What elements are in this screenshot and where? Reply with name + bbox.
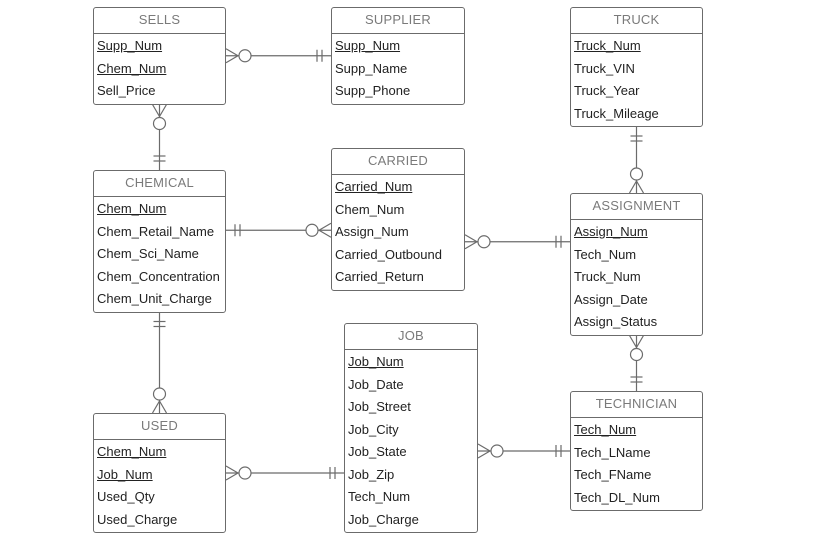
attribute: Chem_Concentration	[97, 268, 220, 284]
entity-title: ASSIGNMENT	[571, 194, 702, 220]
crows-foot-mark	[635, 180, 645, 194]
attribute: Tech_LName	[574, 444, 651, 460]
primary-key-attribute: Supp_Num	[97, 38, 163, 53]
attribute: Truck_Mileage	[574, 105, 659, 121]
attribute: Job_Street	[348, 399, 411, 414]
attribute: Truck_Year	[574, 83, 640, 98]
attribute: Sell_Price	[97, 83, 156, 98]
attribute: Used_Qty	[97, 489, 155, 504]
crows-foot-mark	[635, 335, 645, 348]
attribute: Truck_Num	[574, 269, 641, 284]
zero-circle-mark	[238, 466, 252, 480]
attribute: Assign_Date	[574, 291, 648, 307]
attribute: Tech_DL_Num	[574, 489, 660, 505]
attribute: Tech_Num	[348, 489, 411, 504]
attribute: Job_Charge	[348, 511, 419, 527]
primary-key-attribute: Truck_Num	[574, 38, 641, 53]
primary-key-attribute: Chem_Num	[97, 201, 167, 216]
attribute: Assign_Status	[574, 314, 658, 329]
attribute: Chem_Unit_Charge	[97, 291, 212, 306]
crows-foot-mark	[464, 241, 478, 250]
attribute: Carried_Return	[335, 269, 424, 284]
attribute: Chem_Sci_Name	[97, 246, 199, 261]
primary-key-attribute: Assign_Num	[574, 224, 648, 239]
zero-circle-mark	[305, 223, 319, 237]
crows-foot-mark	[225, 48, 239, 57]
zero-circle-mark	[629, 167, 644, 181]
attribute: Job_Zip	[348, 466, 395, 482]
attribute: Chem_Num	[335, 201, 405, 217]
zero-circle-mark	[238, 49, 252, 63]
attribute: Job_Date	[348, 376, 404, 392]
entity-title: TECHNICIAN	[571, 392, 702, 418]
attribute: Supp_Phone	[335, 83, 411, 98]
attribute: Chem_Retail_Name	[97, 223, 215, 239]
entity-title: USED	[94, 414, 225, 440]
crows-foot-mark	[225, 55, 239, 64]
crows-foot-mark	[628, 335, 638, 348]
entity-title: SELLS	[94, 8, 225, 34]
crows-foot-mark	[225, 472, 239, 481]
primary-key-attribute: Tech_Num	[574, 422, 637, 437]
zero-circle-mark	[152, 387, 167, 401]
crows-foot-mark	[477, 443, 491, 452]
primary-key-attribute: Supp_Num	[335, 38, 401, 53]
zero-circle-mark	[490, 444, 504, 458]
attribute: Tech_Num	[574, 246, 637, 262]
attribute: Job_City	[348, 421, 399, 437]
attribute: Carried_Outbound	[335, 246, 442, 262]
crows-foot-mark	[151, 400, 161, 414]
primary-key-attribute: Job_Num	[348, 354, 404, 369]
crows-foot-mark	[225, 465, 239, 474]
attribute: Tech_FName	[574, 467, 652, 482]
attribute: Supp_Name	[335, 60, 408, 76]
zero-circle-mark	[629, 347, 644, 362]
crows-foot-mark	[158, 400, 168, 414]
entity-title: TRUCK	[571, 8, 702, 34]
primary-key-attribute: Carried_Num	[335, 179, 413, 194]
crows-foot-mark	[628, 180, 638, 194]
entity-title: CHEMICAL	[94, 171, 225, 197]
entity-title: SUPPLIER	[332, 8, 464, 34]
crows-foot-mark	[158, 104, 168, 117]
crows-foot-mark	[151, 104, 161, 117]
zero-circle-mark	[477, 235, 491, 249]
crows-foot-mark	[318, 229, 332, 238]
primary-key-attribute: Chem_Num	[97, 60, 167, 76]
entity-title: CARRIED	[332, 149, 464, 175]
crows-foot-mark	[477, 450, 491, 459]
zero-circle-mark	[152, 116, 167, 131]
crows-foot-mark	[318, 222, 332, 231]
attribute: Truck_VIN	[574, 60, 635, 76]
primary-key-attribute: Job_Num	[97, 466, 153, 482]
attribute: Job_State	[348, 444, 407, 459]
crows-foot-mark	[464, 234, 478, 243]
entity-title: JOB	[345, 324, 477, 350]
attribute: Used_Charge	[97, 511, 178, 527]
attribute: Assign_Num	[335, 224, 409, 239]
primary-key-attribute: Chem_Num	[97, 444, 167, 459]
